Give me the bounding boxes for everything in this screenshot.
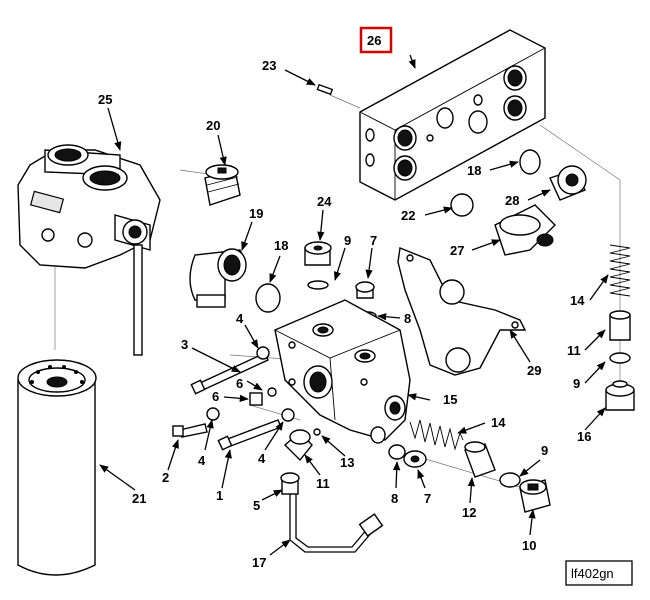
elbow-fitting-part-19 xyxy=(189,248,247,308)
pin-part-21 xyxy=(316,83,334,96)
callout-9b: 9 xyxy=(573,376,580,391)
callout-25: 25 xyxy=(98,92,112,107)
callout-3: 3 xyxy=(181,337,188,352)
callout-24: 21 xyxy=(132,491,146,506)
callout-8a: 8 xyxy=(404,311,411,326)
filter-canister-part xyxy=(17,359,97,576)
callout-29: 29 xyxy=(527,363,541,378)
callout-15: 15 xyxy=(443,392,457,407)
gasket-part-29 xyxy=(397,247,527,376)
callout-23: 22 xyxy=(401,208,415,223)
reference-code-box: lf402gn xyxy=(565,560,633,586)
leader-arrows xyxy=(99,54,609,556)
callout-21: 23 xyxy=(262,58,276,73)
callout-7a: 7 xyxy=(370,233,377,248)
right-spring-assembly xyxy=(605,244,635,411)
callout-17: 17 xyxy=(252,555,266,570)
callout-5a: 5 xyxy=(253,498,260,513)
o-ring-parts-18 xyxy=(255,149,541,313)
manifold-side-parts xyxy=(450,165,587,256)
callout-5b: 6 xyxy=(236,376,243,391)
callout-4b: 4 xyxy=(198,453,206,468)
callout-19: 19 xyxy=(249,206,263,221)
valve-body-part-15 xyxy=(274,299,411,444)
callout-labels: 26 25 23 20 19 18 24 9 7 8 18 28 22 27 2… xyxy=(98,33,591,570)
callout-14b: 14 xyxy=(491,415,506,430)
callout-6: 6 xyxy=(212,389,219,404)
callout-2: 2 xyxy=(162,470,169,485)
callout-4c: 4 xyxy=(258,451,266,466)
lower-spring-assembly xyxy=(388,419,551,513)
callout-22: 24 xyxy=(317,194,332,209)
small-fittings-top xyxy=(304,241,377,321)
reference-code: lf402gn xyxy=(571,566,614,581)
callout-1: 1 xyxy=(216,488,223,503)
callout-11b: 12 xyxy=(462,505,476,520)
manifold-block-part-26 xyxy=(359,29,546,201)
tube-assembly-part-17 xyxy=(280,429,384,553)
callout-18b: 18 xyxy=(467,163,481,178)
callout-14a: 14 xyxy=(570,293,585,308)
callout-28: 28 xyxy=(505,193,519,208)
callout-16: 16 xyxy=(577,429,591,444)
callout-27: 27 xyxy=(450,243,464,258)
callout-9a: 9 xyxy=(344,233,351,248)
callout-11a: 11 xyxy=(567,343,581,358)
callout-8b: 8 xyxy=(391,491,398,506)
filter-head-part xyxy=(17,144,161,356)
callout-4a: 4 xyxy=(236,311,244,326)
plug-part-20 xyxy=(204,164,241,206)
callout-26: 26 xyxy=(367,33,381,48)
callout-12: 11 xyxy=(316,476,330,491)
callout-18a: 18 xyxy=(274,238,288,253)
highlight-box xyxy=(359,26,393,54)
callout-7b: 7 xyxy=(424,491,431,506)
callout-10: 10 xyxy=(522,538,536,553)
callout-20: 20 xyxy=(206,118,220,133)
callout-13: 13 xyxy=(340,455,354,470)
callout-9c: 9 xyxy=(541,443,548,458)
